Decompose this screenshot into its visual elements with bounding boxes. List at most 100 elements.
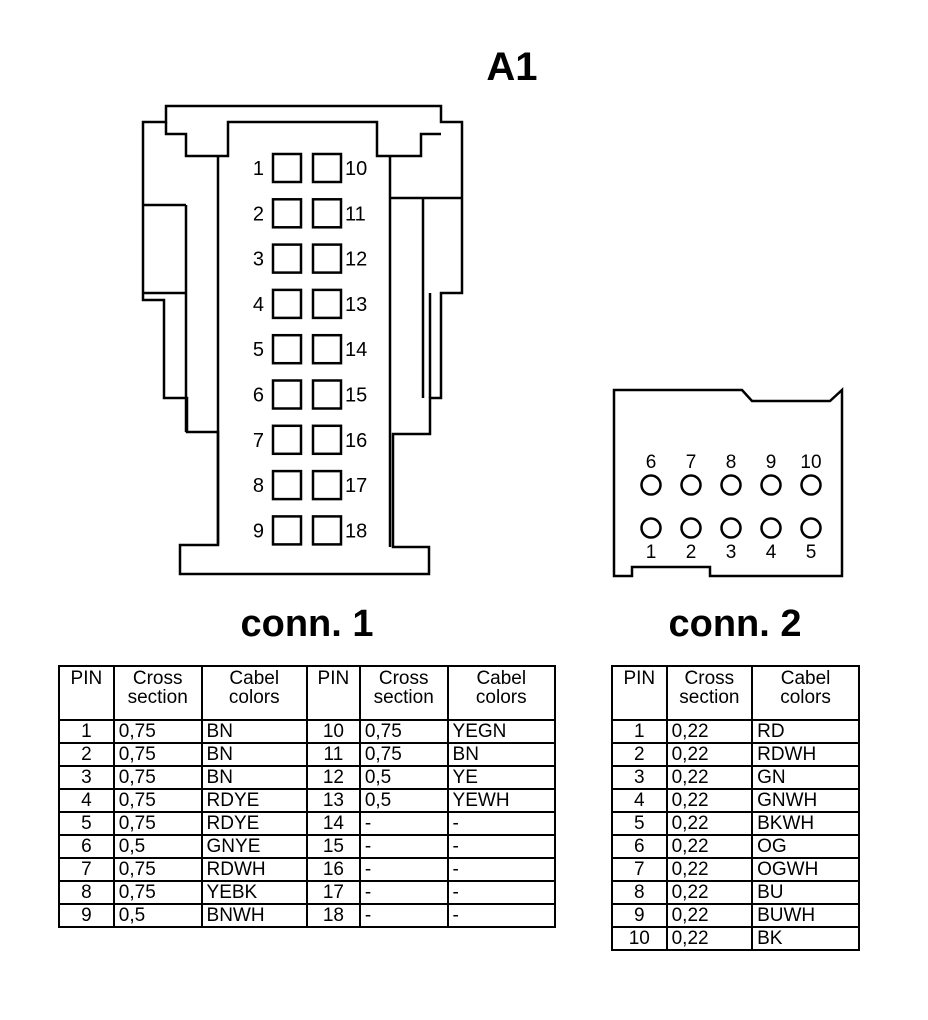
conn1-pin-number-4: 4 [253, 294, 264, 316]
cable-color-cell: BU [751, 880, 860, 905]
pin-cell: 10 [611, 926, 668, 951]
pin-cell: 8 [611, 880, 668, 905]
conn1-housing [141, 104, 464, 576]
conn1-pin-number-10: 10 [345, 158, 367, 180]
cross-section-cell: - [358, 857, 449, 882]
cable-color-cell: RDWH [751, 742, 860, 767]
conn1-pin-number-15: 15 [345, 385, 367, 407]
cable-color-cell: YEWH [446, 788, 557, 813]
conn2-pin-socket-3 [720, 517, 742, 539]
pin-cell: 4 [611, 788, 668, 813]
cross-section-cell: 0,75 [358, 742, 449, 767]
cross-section-cell: 0,22 [665, 765, 754, 790]
pin-cell: 7 [611, 857, 668, 882]
conn1-pin-socket-3 [271, 243, 303, 274]
pin-cell: 1 [611, 719, 668, 744]
conn2-pin-number-3: 3 [726, 542, 737, 563]
column-header: Cross section [358, 665, 449, 721]
conn1-pin-number-7: 7 [253, 430, 264, 452]
cross-section-cell: 0,22 [665, 811, 754, 836]
cable-color-cell: BN [200, 765, 308, 790]
column-header: Cabel colors [446, 665, 557, 721]
conn2-pin-number-9: 9 [766, 452, 777, 473]
cable-color-cell: BKWH [751, 811, 860, 836]
cable-color-cell: YE [446, 765, 557, 790]
cross-section-cell: 0,75 [112, 857, 203, 882]
conn1-pin-number-1: 1 [253, 158, 264, 180]
column-header: PIN [305, 665, 361, 721]
conn1-pin-number-16: 16 [345, 430, 367, 452]
conn1-pin-socket-17 [311, 469, 343, 501]
conn2-housing [612, 387, 844, 578]
cross-section-cell: 0,22 [665, 834, 754, 859]
conn1-pin-number-3: 3 [253, 249, 264, 271]
conn2-pin-socket-4 [760, 517, 782, 539]
pin-cell: 6 [58, 834, 115, 859]
cable-color-cell: - [446, 903, 557, 928]
column-header: Cabel colors [200, 665, 308, 721]
conn1-pin-socket-1 [271, 152, 303, 184]
pin-cell: 15 [305, 834, 361, 859]
cable-color-cell: BN [200, 742, 308, 767]
pin-cell: 8 [58, 880, 115, 905]
conn1-pin-socket-4 [271, 288, 303, 320]
cable-color-cell: OGWH [751, 857, 860, 882]
column-header: PIN [58, 665, 115, 721]
column-header: Cabel colors [751, 665, 860, 721]
pin-cell: 3 [611, 765, 668, 790]
pin-cell: 2 [611, 742, 668, 767]
conn2-pin-number-1: 1 [646, 542, 657, 563]
cross-section-cell: - [358, 834, 449, 859]
conn2-pin-socket-2 [680, 517, 702, 539]
pin-cell: 4 [58, 788, 115, 813]
cable-color-cell: GNYE [200, 834, 308, 859]
pin-cell: 9 [611, 903, 668, 928]
conn1-label: conn. 1 [240, 603, 373, 645]
cross-section-cell: 0,22 [665, 857, 754, 882]
cable-color-cell: YEGN [446, 719, 557, 744]
conn1-pin-socket-6 [271, 379, 303, 410]
cable-color-cell: RD [751, 719, 860, 744]
conn1-pin-number-18: 18 [345, 520, 367, 542]
cable-color-cell: BK [751, 926, 860, 951]
cross-section-cell: 0,75 [112, 719, 203, 744]
pin-cell: 9 [58, 903, 115, 928]
pin-cell: 5 [58, 811, 115, 836]
conn2-label: conn. 2 [668, 603, 801, 645]
cross-section-cell: - [358, 811, 449, 836]
conn1-pin-socket-9 [271, 515, 303, 546]
conn1-pin-socket-15 [311, 379, 343, 410]
pin-cell: 3 [58, 765, 115, 790]
cable-color-cell: BUWH [751, 903, 860, 928]
pin-cell: 13 [305, 788, 361, 813]
column-header: PIN [611, 665, 668, 721]
cross-section-cell: 0,22 [665, 788, 754, 813]
pin-cell: 14 [305, 811, 361, 836]
pin-cell: 17 [305, 880, 361, 905]
conn1-pin-number-2: 2 [253, 203, 264, 225]
conn2-pin-socket-7 [680, 474, 702, 496]
cross-section-cell: 0,75 [112, 765, 203, 790]
conn2-pin-socket-9 [760, 474, 782, 496]
cross-section-cell: - [358, 903, 449, 928]
conn1-pin-socket-8 [271, 469, 303, 501]
conn2-pin-socket-5 [800, 517, 822, 539]
column-header: Cross section [112, 665, 203, 721]
